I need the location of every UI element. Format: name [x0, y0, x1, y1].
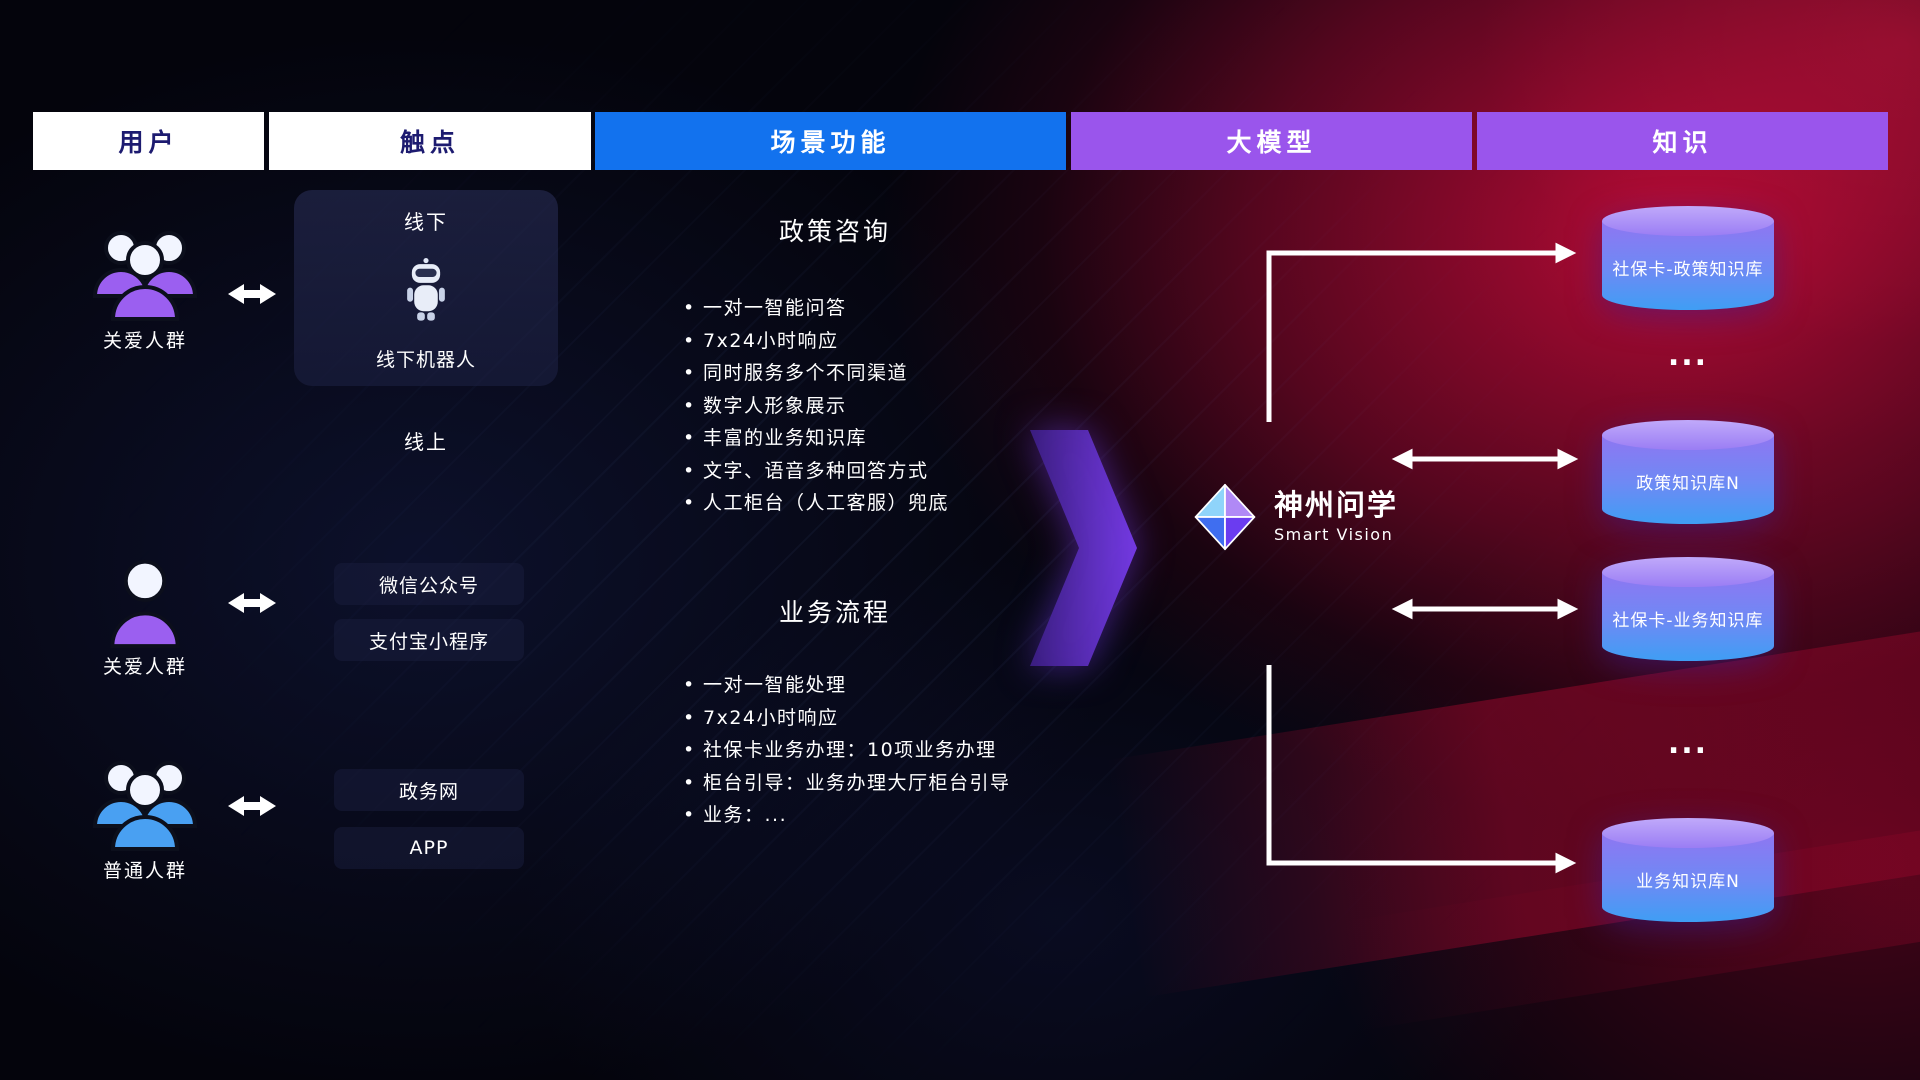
list-item: 丰富的业务知识库 [681, 422, 1070, 455]
list-item: 一对一智能问答 [681, 292, 1070, 325]
list-item: 7x24小时响应 [681, 325, 1070, 358]
ellipsis-more-kb: ... [1667, 726, 1709, 761]
user-group-general: 普通人群 [65, 752, 225, 883]
user-label: 普通人群 [102, 860, 187, 882]
header-touchpoints: 触点 [269, 112, 591, 170]
section-title: 政策咨询 [778, 217, 891, 246]
kb-label: 社保卡-业务知识库 [1612, 610, 1764, 631]
online-label: 线上 [404, 430, 448, 454]
kb-business-n-card: 业务知识库N [1602, 818, 1774, 922]
diamond-logo-icon [1194, 483, 1256, 551]
list-item: 社保卡业务办理：10项业务办理 [681, 734, 1070, 767]
group-users-icon [92, 761, 198, 851]
offline-label: 线下 [404, 210, 448, 234]
policy-consult-list: 一对一智能问答 7x24小时响应 同时服务多个不同渠道 数字人形象展示 丰富的业… [681, 292, 1070, 520]
list-item: 一对一智能处理 [681, 669, 1070, 702]
list-item: 数字人形象展示 [681, 390, 1070, 423]
kb-label: 社保卡-政策知识库 [1612, 259, 1764, 280]
model-name-block: 神州问学 Smart Vision [1274, 488, 1399, 544]
header-large-model: 大模型 [1071, 112, 1472, 170]
group-users-icon [92, 231, 198, 321]
offline-robot-card: 线下 线下机器人 [294, 190, 558, 386]
policy-consult-section: 政策咨询 一对一智能问答 7x24小时响应 同时服务多个不同渠道 数字人形象展示… [600, 212, 1070, 520]
user-single-care: 关爱人群 [65, 556, 225, 679]
kb-label: 政策知识库N [1636, 473, 1740, 494]
business-process-section: 业务流程 一对一智能处理 7x24小时响应 社保卡业务办理：10项业务办理 柜台… [600, 593, 1070, 832]
list-item: 业务：... [681, 799, 1070, 832]
model-subtitle: Smart Vision [1274, 524, 1394, 544]
chevron-arrow-icon [1030, 430, 1137, 666]
kb-label: 业务知识库N [1636, 871, 1740, 892]
header-knowledge: 知识 [1477, 112, 1888, 170]
kb-policy-n-card: 政策知识库N [1602, 420, 1774, 524]
user-label: 关爱人群 [102, 330, 187, 352]
business-process-list: 一对一智能处理 7x24小时响应 社保卡业务办理：10项业务办理 柜台引导：业务… [681, 669, 1070, 832]
list-item: 文字、语音多种回答方式 [681, 455, 1070, 488]
list-item: 人工柜台（人工客服）兜底 [681, 487, 1070, 520]
list-item: 柜台引导：业务办理大厅柜台引导 [681, 767, 1070, 800]
user-group-care-1: 关爱人群 [65, 222, 225, 353]
single-user-icon [110, 559, 180, 648]
model-logo: 神州问学 Smart Vision [1190, 482, 1398, 552]
list-item: 7x24小时响应 [681, 702, 1070, 735]
channel-alipay: 支付宝小程序 [334, 619, 524, 661]
offline-robot-label: 线下机器人 [375, 349, 476, 371]
ellipsis-more-kb: ... [1667, 338, 1709, 373]
flow-arrow [1030, 430, 1137, 670]
model-name: 神州问学 [1274, 488, 1399, 523]
channel-wechat: 微信公众号 [334, 563, 524, 605]
list-item: 同时服务多个不同渠道 [681, 357, 1070, 390]
channel-app: APP [334, 827, 524, 869]
database-cylinder-icon [1602, 206, 1774, 236]
section-title: 业务流程 [778, 598, 891, 627]
kb-policy-social-card: 社保卡-政策知识库 [1602, 206, 1774, 310]
header-scenarios: 场景功能 [595, 112, 1066, 170]
database-cylinder-icon [1602, 420, 1774, 450]
channel-gov-web: 政务网 [334, 769, 524, 811]
database-cylinder-icon [1602, 818, 1774, 848]
robot-icon [407, 257, 445, 321]
header-users: 用户 [33, 112, 264, 170]
kb-business-social-card: 社保卡-业务知识库 [1602, 557, 1774, 661]
user-label: 关爱人群 [102, 656, 187, 678]
database-cylinder-icon [1602, 557, 1774, 587]
